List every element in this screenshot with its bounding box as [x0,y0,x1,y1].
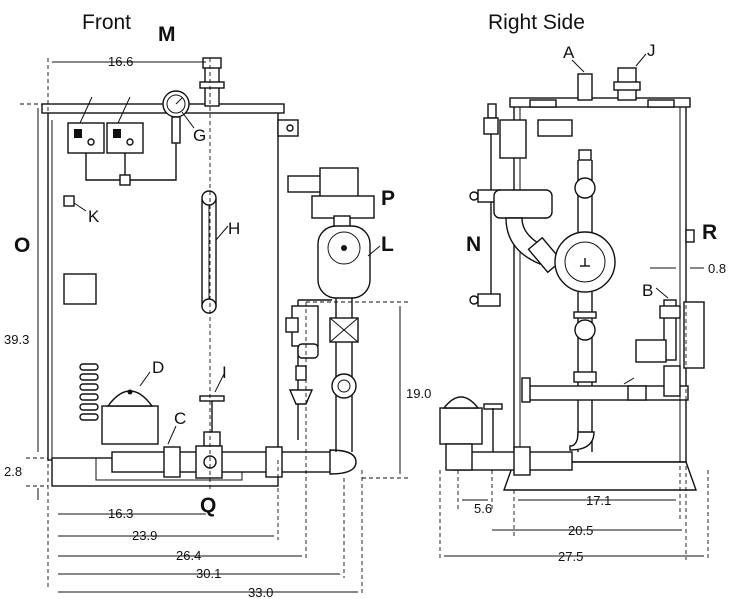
front-title: Front [82,11,131,34]
dim-5-6: 5.6 [474,501,492,516]
dim-33-0: 33.0 [248,585,273,599]
steam-trap-p [319,167,359,201]
dim-27-5: 27.5 [558,549,583,564]
label-d: D [152,358,164,377]
dim-0-8: 0.8 [708,261,726,276]
front-view: Front M G K [4,11,431,599]
solenoid-valve [635,339,667,363]
side-feed-pump [439,407,483,445]
louvres [79,363,99,421]
dim-16-6: 16.6 [108,54,133,69]
label-i: I [222,363,227,382]
dim-26-4: 26.4 [176,548,201,563]
label-g: G [193,126,206,145]
label-a: A [563,43,575,62]
right-side-title: Right Side [488,11,585,34]
dim-30-1: 30.1 [196,566,221,581]
pressure-control-1 [67,122,105,154]
steam-outlet-a [577,73,593,101]
label-o: O [14,234,30,257]
valve-i-handle [199,395,225,402]
check-valve [331,373,357,399]
label-l: L [381,233,394,256]
label-c: C [174,409,186,428]
dim-19-0: 19.0 [406,386,431,401]
label-j: J [647,41,656,60]
feed-pump [101,405,159,445]
dim-16-3: 16.3 [108,506,133,521]
dim-2-8: 2.8 [4,464,22,479]
label-h: H [228,219,240,238]
pressure-control-2 [106,122,144,154]
control-tubing [85,130,177,181]
dim-20-5: 20.5 [568,523,593,538]
dim-17-1: 17.1 [586,493,611,508]
dim-39-3: 39.3 [4,332,29,347]
right-side-view: Right Side A J R N [439,11,726,564]
label-q: Q [200,494,216,517]
condensate-tank-l [317,225,371,299]
label-p: P [381,187,395,210]
label-m: M [158,23,176,46]
bottom-drain-pipe [111,451,343,473]
label-b: B [642,281,653,300]
label-r: R [702,221,717,244]
dim-23-9: 23.9 [132,528,157,543]
label-k: K [88,207,100,226]
indicator-k [63,195,75,207]
label-n: N [466,233,481,256]
access-panel [63,273,97,305]
